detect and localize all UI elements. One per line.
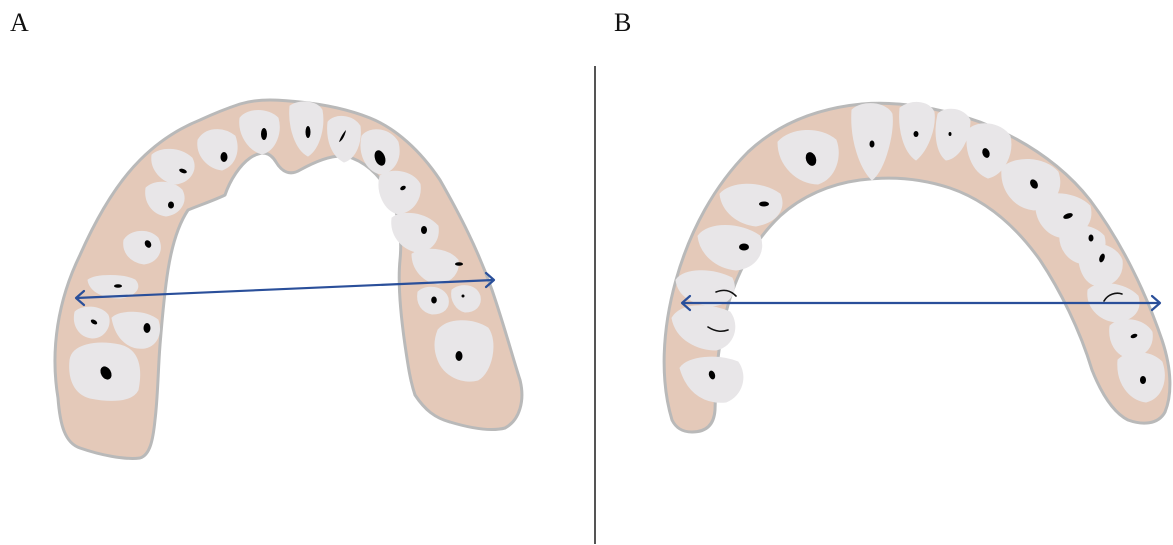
tooth-pulp (421, 226, 427, 234)
tooth (935, 108, 971, 161)
tooth (434, 320, 494, 382)
tooth (151, 148, 195, 185)
tooth (197, 129, 238, 171)
tooth-pulp (1088, 234, 1094, 242)
tooth (1109, 319, 1153, 359)
tooth (239, 110, 280, 155)
tooth-pulp (1099, 253, 1105, 263)
tooth-pulp (805, 152, 817, 166)
tooth (111, 311, 160, 349)
tooth-pulp (261, 128, 267, 140)
tooth-pulp (913, 131, 919, 137)
tooth (145, 181, 185, 217)
erupting-tooth-mark (1103, 292, 1123, 302)
tooth-pulp (220, 152, 228, 162)
tooth-pulp (455, 262, 463, 266)
arrowhead (74, 289, 86, 307)
tooth (87, 275, 139, 299)
panel-label-b: B (614, 8, 632, 37)
tooth-pulp (179, 168, 187, 174)
tooth-pulp (461, 294, 465, 298)
tooth (719, 183, 783, 227)
tooth (451, 285, 481, 313)
tooth-pulp (708, 370, 716, 380)
erupting-tooth-mark (715, 289, 737, 297)
tooth-pulp (455, 351, 463, 361)
tooth-pulp (114, 284, 122, 288)
tooth-pulp (1030, 179, 1038, 189)
tooth-pulp (1140, 376, 1146, 384)
arrowhead (1150, 294, 1162, 312)
tooth-pulp (948, 132, 952, 136)
teeth-b (671, 102, 1165, 403)
tooth-pulp (869, 140, 875, 148)
tooth (679, 356, 744, 403)
tooth-pulp (759, 201, 769, 207)
arrowhead (484, 271, 496, 289)
tooth-pulp (400, 185, 406, 191)
panel-divider (594, 66, 596, 544)
tooth-pulp (339, 130, 346, 142)
panel-label-a: A (10, 8, 29, 37)
arch-width-arrow-a (74, 271, 496, 307)
tooth-pulp (1063, 213, 1073, 219)
tooth-pulp (1130, 333, 1138, 339)
tooth-pulp (431, 296, 437, 304)
tooth-pulp (144, 240, 152, 248)
tooth-pulp (305, 126, 311, 138)
tooth-pulp (168, 201, 174, 209)
tooth (966, 123, 1012, 179)
arch-a (53, 98, 524, 460)
teeth-a (69, 101, 494, 401)
tooth (378, 170, 421, 215)
tooth (697, 225, 763, 271)
arch-width-arrow-b (680, 294, 1162, 312)
tooth (671, 305, 736, 351)
arrowhead (680, 294, 692, 312)
tooth-pulp (982, 148, 990, 158)
tooth-pulp (143, 323, 151, 333)
tooth (123, 231, 161, 265)
tooth (411, 248, 459, 285)
arch-width-line (75, 278, 495, 300)
tooth-pulp (374, 150, 386, 166)
tooth-pulp (100, 366, 112, 380)
tooth (327, 116, 361, 163)
tooth (1078, 243, 1123, 287)
erupting-tooth-mark (707, 326, 729, 333)
arch-b (662, 101, 1172, 434)
tooth-pulp (90, 319, 98, 325)
tooth-pulp (739, 243, 749, 251)
tooth (391, 212, 439, 253)
